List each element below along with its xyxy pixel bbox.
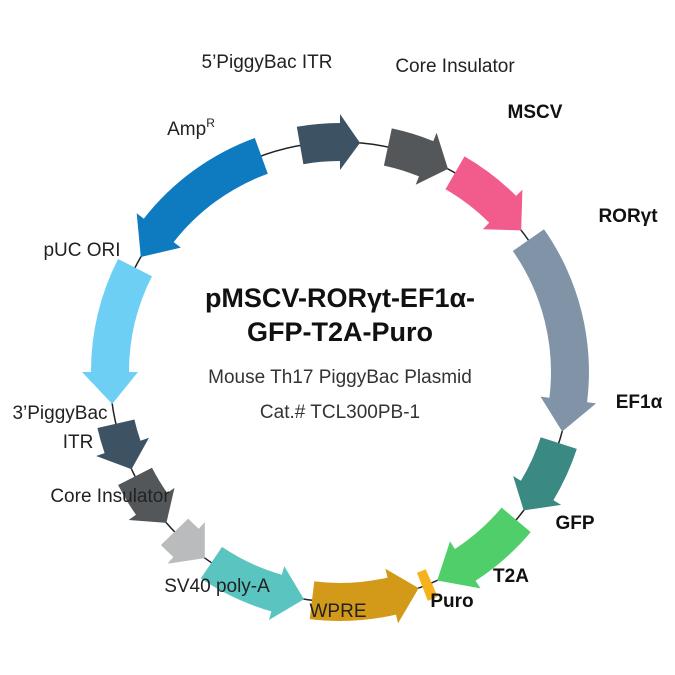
amp-r-arrow <box>136 138 268 257</box>
label-3-piggybac-itr-line2: ITR <box>63 432 94 453</box>
wpre-arrow <box>200 546 304 620</box>
core-insulator-bottom-arrow <box>118 467 175 523</box>
label-core-insulator-top: Core Insulator <box>395 56 515 77</box>
label-amp: AmpR <box>167 116 215 140</box>
t2a-block <box>417 569 438 601</box>
label-puro: Puro <box>430 591 473 612</box>
label-gfp: GFP <box>555 513 594 534</box>
ef1a-arrow <box>513 437 577 511</box>
feature-arrows <box>82 114 597 624</box>
mscv-arrow <box>445 156 523 231</box>
plasmid-title-line1: pMSCV-RORγt-EF1α- <box>205 283 475 313</box>
label-ror-gamma-t: RORγt <box>598 206 658 227</box>
plasmid-title-line2: GFP-T2A-Puro <box>247 317 433 347</box>
puro-arrow <box>309 568 419 624</box>
label-ef1a: EF1α <box>616 392 663 413</box>
puc-ori-arrow <box>82 259 152 404</box>
label-core-insulator-bottom: Core Insulator <box>50 486 170 507</box>
label-amp-superscript: R <box>206 116 215 130</box>
label-sv40-poly-a: SV40 poly-A <box>164 576 270 597</box>
label-mscv: MSCV <box>508 102 563 123</box>
itr5-arrow <box>296 114 360 170</box>
label-wpre: WPRE <box>310 601 367 622</box>
sv40-poly-a-arrow <box>160 518 205 564</box>
gfp-arrow <box>437 507 531 589</box>
plasmid-subtitle: Mouse Th17 PiggyBac Plasmid <box>208 367 472 388</box>
catalog-number: Cat.# TCL300PB-1 <box>260 402 420 423</box>
itr3-arrow <box>96 419 149 470</box>
core-insulator-top-arrow <box>383 128 448 185</box>
label-3-piggybac-itr-line1: 3’PiggyBac <box>12 403 107 424</box>
label-amp-text: Amp <box>167 119 206 140</box>
label-t2a: T2A <box>493 566 529 587</box>
label-puc-ori: pUC ORI <box>43 240 120 261</box>
label-5-piggybac-itr: 5’PiggyBac ITR <box>202 52 333 73</box>
ror-gamma-t-arrow <box>512 229 597 432</box>
